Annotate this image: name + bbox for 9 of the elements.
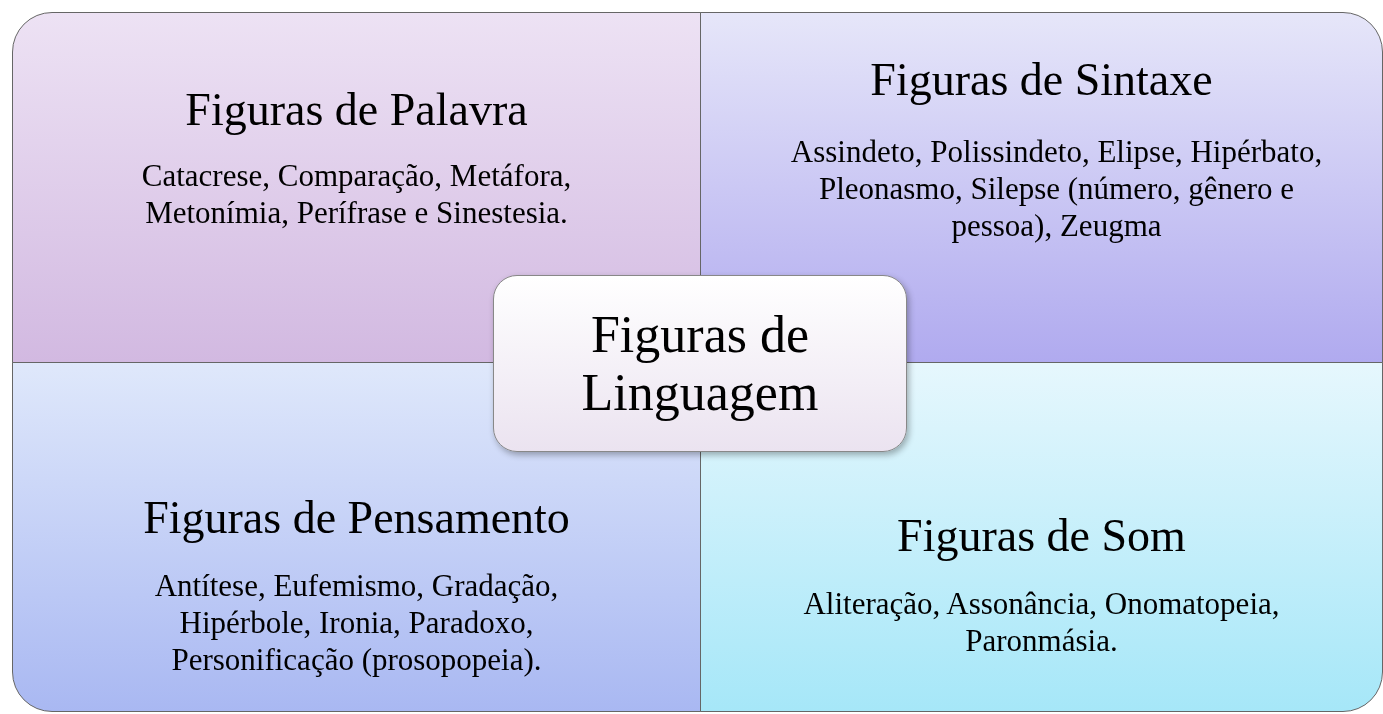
panel-text: Antítese, Eufemismo, Gradação, Hipérbole, Ironia, Paradoxo, Personificação (prosopopeia).: [153, 567, 560, 678]
panel-text: Assindeto, Polissindeto, Elipse, Hipérbato, Pleonasmo, Silepse (número, gênero e pessoa), Zeugma: [789, 133, 1324, 244]
panel-heading: Figuras de Sintaxe: [869, 53, 1214, 107]
panel-text: Catacrese, Comparação, Metáfora, Metonímia, Perífrase e Sinestesia.: [140, 157, 573, 231]
panel-text: Aliteração, Assonância, Onomatopeia, Paronmásia.: [802, 585, 1281, 659]
center-box: Figuras de Linguagem: [493, 275, 907, 452]
panel-heading: Figuras de Palavra: [184, 83, 529, 137]
panel-heading: Figuras de Pensamento: [142, 491, 571, 545]
panel-heading: Figuras de Som: [896, 509, 1187, 563]
